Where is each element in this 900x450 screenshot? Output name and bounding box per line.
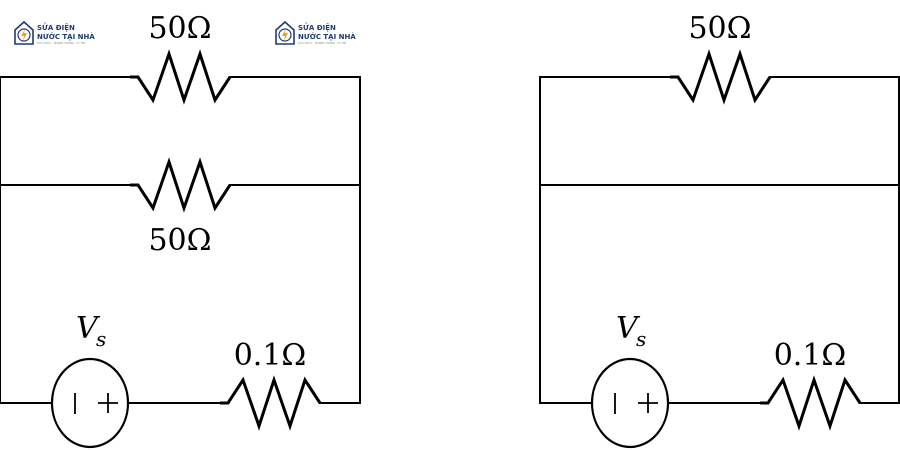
right-series-resistor-label: 0.1Ω <box>774 338 847 373</box>
left-series-resistor-label: 0.1Ω <box>234 338 307 373</box>
left-top-resistor-label: 50Ω <box>148 11 211 46</box>
left-wires <box>0 76 361 404</box>
logo-line3: SỬA CHỮA · NHANH CHÓNG · UY TÍN <box>37 40 85 45</box>
right-wires <box>539 76 900 404</box>
house-lightning-icon <box>14 20 34 45</box>
left-series-resistor <box>220 375 322 431</box>
right-series-resistor <box>760 375 862 431</box>
left-source-label-sub: s <box>96 327 106 351</box>
house-lightning-icon <box>275 20 295 45</box>
right-top-resistor <box>670 49 772 105</box>
watermark-logo-1: SỬA ĐIỆN NƯỚC TẠI NHÀ SỬA CHỮA · NHANH C… <box>14 20 95 45</box>
left-source-label: V <box>76 311 101 346</box>
logo-line1: SỬA ĐIỆN <box>298 22 336 32</box>
left-circuit: 50Ω 50Ω V s 0.1Ω <box>0 11 361 449</box>
right-source-label: V <box>616 311 641 346</box>
right-voltage-source <box>590 357 670 449</box>
right-source-label-sub: s <box>636 327 646 351</box>
left-middle-resistor-label: 50Ω <box>148 223 211 258</box>
logo-line1: SỬA ĐIỆN <box>37 22 75 32</box>
logo-line2: NƯỚC TẠI NHÀ <box>37 32 95 41</box>
logo-line3: SỬA CHỮA · NHANH CHÓNG · UY TÍN <box>298 40 346 45</box>
right-circuit: 50Ω V s 0.1Ω <box>539 11 900 449</box>
left-top-resistor <box>130 49 232 105</box>
watermark-logo-2: SỬA ĐIỆN NƯỚC TẠI NHÀ SỬA CHỮA · NHANH C… <box>275 20 356 45</box>
right-top-resistor-label: 50Ω <box>688 11 751 46</box>
left-middle-resistor <box>130 157 232 213</box>
logo-line2: NƯỚC TẠI NHÀ <box>298 32 356 41</box>
left-voltage-source <box>50 357 130 449</box>
